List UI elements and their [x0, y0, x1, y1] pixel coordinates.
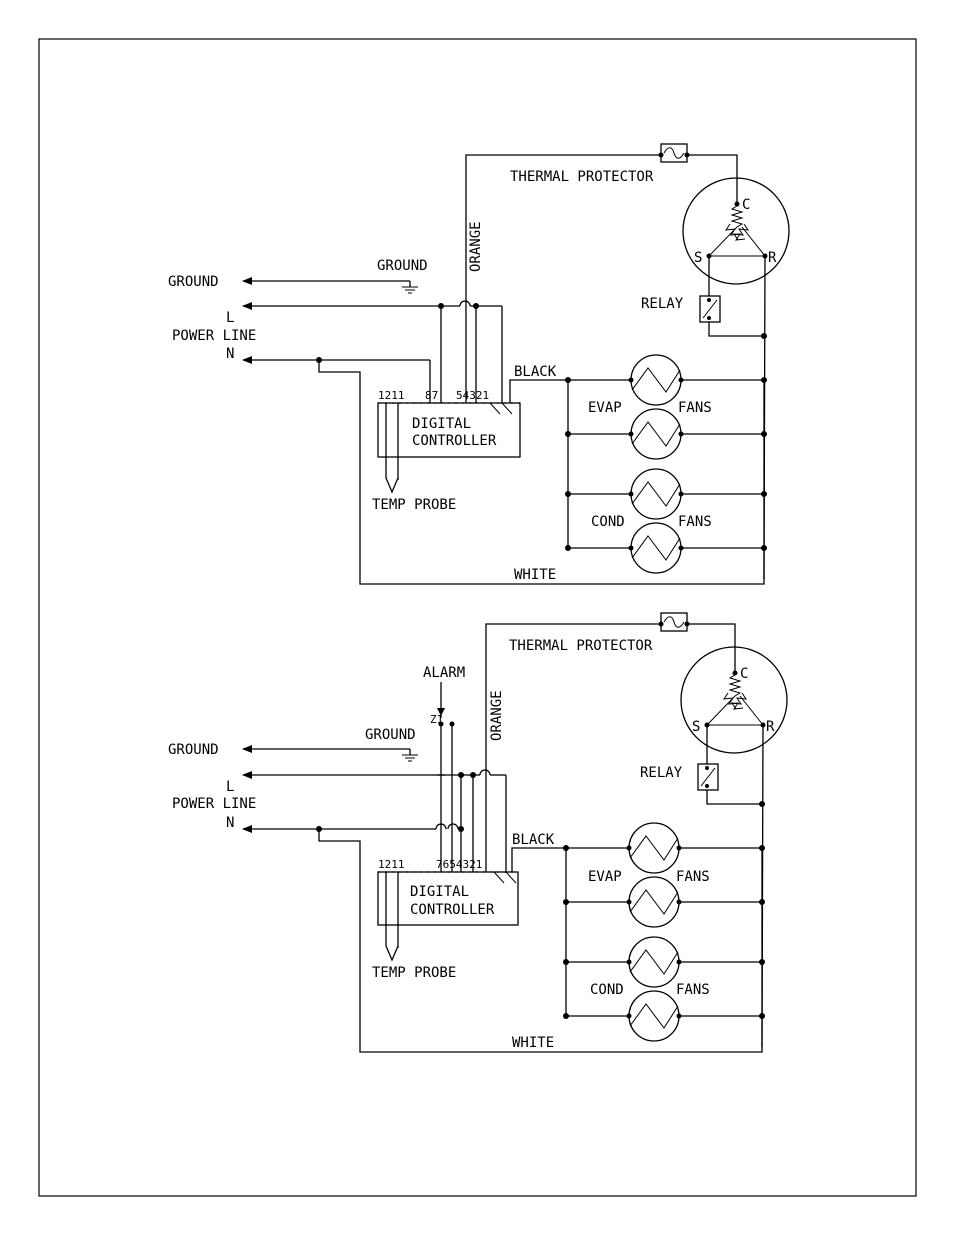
relay-label: RELAY: [641, 296, 684, 312]
power-line-label: POWER LINE: [172, 328, 256, 344]
cond-label: COND: [590, 982, 624, 998]
alarm-terminal-label: Z1: [430, 713, 443, 726]
cond-fan-1-bottom: [627, 937, 682, 987]
wiring-diagram-bottom: THERMAL PROTECTOR ORANGE ALARM Z1 GROUND…: [168, 613, 787, 1052]
evap-fan-1-bottom: [627, 823, 682, 873]
cond-fans-label: FANS: [678, 514, 712, 530]
cond-label: COND: [591, 514, 625, 530]
controller-label-line1: DIGITAL: [410, 884, 469, 900]
orange-wire-label: ORANGE: [489, 690, 505, 741]
evap-label: EVAP: [588, 869, 622, 885]
white-wire-label: WHITE: [514, 567, 556, 583]
line-l-label: L: [226, 310, 234, 326]
cond-fan-1-top: [629, 469, 684, 519]
compressor-s-label: S: [694, 250, 702, 266]
power-line-label: POWER LINE: [172, 796, 256, 812]
compressor-c-label: C: [742, 197, 750, 213]
orange-wire-label: ORANGE: [468, 221, 484, 272]
terminal-numbers-left: 1211: [378, 858, 405, 871]
alarm-label: ALARM: [423, 665, 465, 681]
compressor-r-label: R: [768, 250, 777, 266]
compressor-r-label: R: [766, 719, 775, 735]
terminal-numbers-right: 54321: [456, 389, 489, 402]
temp-probe-label: TEMP PROBE: [372, 965, 456, 981]
evap-fan-1-top: [629, 355, 684, 405]
temp-probe-label: TEMP PROBE: [372, 497, 456, 513]
line-n-label: N: [226, 346, 234, 362]
controller-label-line2: CONTROLLER: [410, 902, 495, 918]
page-border: [39, 39, 916, 1196]
evap-fans-label: FANS: [676, 869, 710, 885]
evap-fans-label: FANS: [678, 400, 712, 416]
thermal-protector-label: THERMAL PROTECTOR: [510, 169, 654, 185]
ground-symbol-label: GROUND: [365, 727, 416, 743]
line-l-label: L: [226, 779, 234, 795]
ground-symbol-label: GROUND: [377, 258, 428, 274]
cond-fans-label: FANS: [676, 982, 710, 998]
cond-fan-2-bottom: [627, 991, 682, 1041]
evap-fan-2-top: [629, 409, 684, 459]
wiring-diagram-top: THERMAL PROTECTOR ORANGE GROUND GROUND L…: [168, 144, 789, 584]
compressor-c-label: C: [740, 666, 748, 682]
compressor-s-label: S: [692, 719, 700, 735]
terminal-numbers-right: 7654321: [436, 858, 482, 871]
white-wire-label: WHITE: [512, 1035, 554, 1051]
relay-label: RELAY: [640, 765, 683, 781]
ground-label: GROUND: [168, 742, 219, 758]
cond-fan-2-top: [629, 523, 684, 573]
controller-label-line1: DIGITAL: [412, 416, 471, 432]
line-n-label: N: [226, 815, 234, 831]
black-wire-label: BLACK: [514, 364, 557, 380]
evap-label: EVAP: [588, 400, 622, 416]
compressor-top: [683, 178, 789, 284]
ground-label: GROUND: [168, 274, 219, 290]
evap-fan-2-bottom: [627, 877, 682, 927]
compressor-bottom: [681, 647, 787, 753]
black-wire-label: BLACK: [512, 832, 555, 848]
controller-label-line2: CONTROLLER: [412, 433, 497, 449]
thermal-protector-label: THERMAL PROTECTOR: [509, 638, 653, 654]
terminal-numbers-mid: 87: [425, 389, 438, 402]
terminal-numbers-left: 1211: [378, 389, 405, 402]
